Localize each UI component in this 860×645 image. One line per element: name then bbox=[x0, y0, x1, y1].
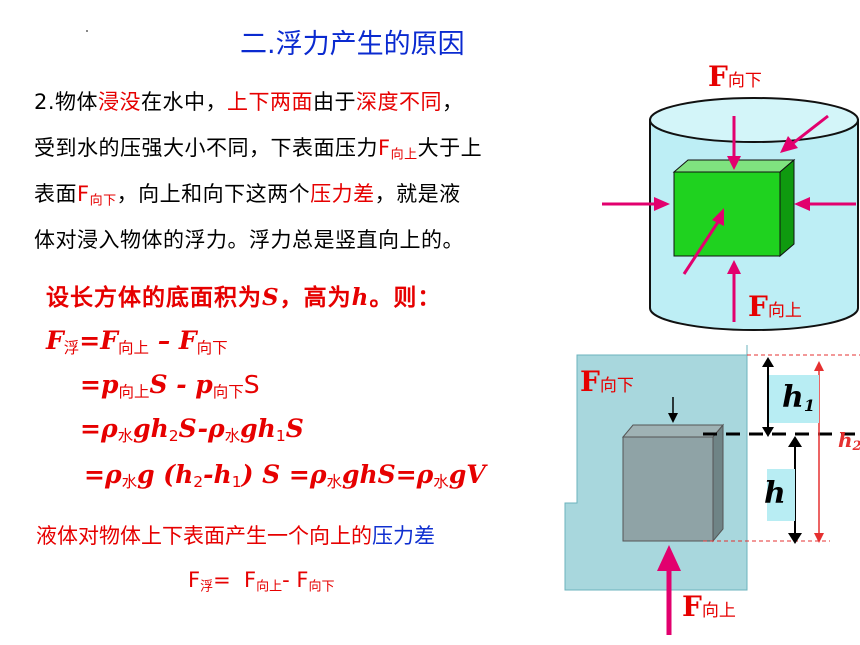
top-force-up-label: F向上 bbox=[748, 290, 802, 323]
text: ， bbox=[442, 90, 464, 114]
final-formula: F浮= F向上- F向下 bbox=[188, 568, 335, 595]
h-label: h bbox=[764, 476, 786, 511]
paragraph-line-2: 受到水的压强大小不同，下表面压力F向上大于上 bbox=[34, 132, 482, 162]
formula-line-1: F浮=F向上 – F向下 bbox=[46, 326, 228, 357]
formula-line-4: =ρ水g (h2-h1) S =ρ水ghS=ρ水gV bbox=[84, 460, 486, 491]
highlight-depth: 深度不同 bbox=[356, 90, 443, 114]
h1-label: h1 bbox=[782, 380, 815, 415]
page-title: 二.浮力产生的原因 bbox=[240, 29, 465, 60]
decorative-dot bbox=[86, 30, 88, 32]
text: ，就是液 bbox=[374, 182, 461, 206]
setup-statement: 设长方体的底面积为S，高为h。则： bbox=[46, 284, 442, 311]
text: 2.物体 bbox=[34, 90, 99, 114]
text: 大于上 bbox=[417, 136, 483, 160]
h2-label: h2 bbox=[838, 428, 860, 454]
depth-diagram bbox=[564, 345, 860, 635]
conclusion-text: 液体对物体上下表面产生一个向上的压力差 bbox=[36, 524, 435, 548]
force-down-symbol: F向下 bbox=[77, 182, 117, 209]
highlight-immersed: 浸没 bbox=[98, 90, 142, 114]
bottom-force-down-label: F向下 bbox=[580, 365, 634, 398]
text: 受到水的压强大小不同，下表面压力 bbox=[34, 136, 378, 160]
paragraph-line-1: 2.物体浸没在水中，上下两面由于深度不同， bbox=[34, 86, 464, 116]
top-force-down-label: F向下 bbox=[708, 60, 762, 93]
text: 表面 bbox=[34, 182, 77, 206]
bottom-force-up-label: F向上 bbox=[682, 590, 736, 623]
cylinder-diagram bbox=[602, 97, 859, 331]
formula-line-3: =ρ水gh2S-ρ水gh1S bbox=[80, 414, 304, 445]
highlight-top-bottom: 上下两面 bbox=[227, 90, 314, 114]
paragraph-line-4: 体对浸入物体的浮力。浮力总是竖直向上的。 bbox=[34, 228, 464, 252]
text: 在水中， bbox=[141, 90, 228, 114]
highlight-pressure-diff: 压力差 bbox=[310, 182, 375, 206]
formula-line-2: =p向上S - p向下S bbox=[80, 370, 260, 401]
force-up-symbol: F向上 bbox=[378, 136, 418, 163]
text: ，向上和向下这两个 bbox=[116, 182, 311, 206]
paragraph-line-3: 表面F向下，向上和向下这两个压力差，就是液 bbox=[34, 178, 461, 208]
text: 由于 bbox=[313, 90, 357, 114]
